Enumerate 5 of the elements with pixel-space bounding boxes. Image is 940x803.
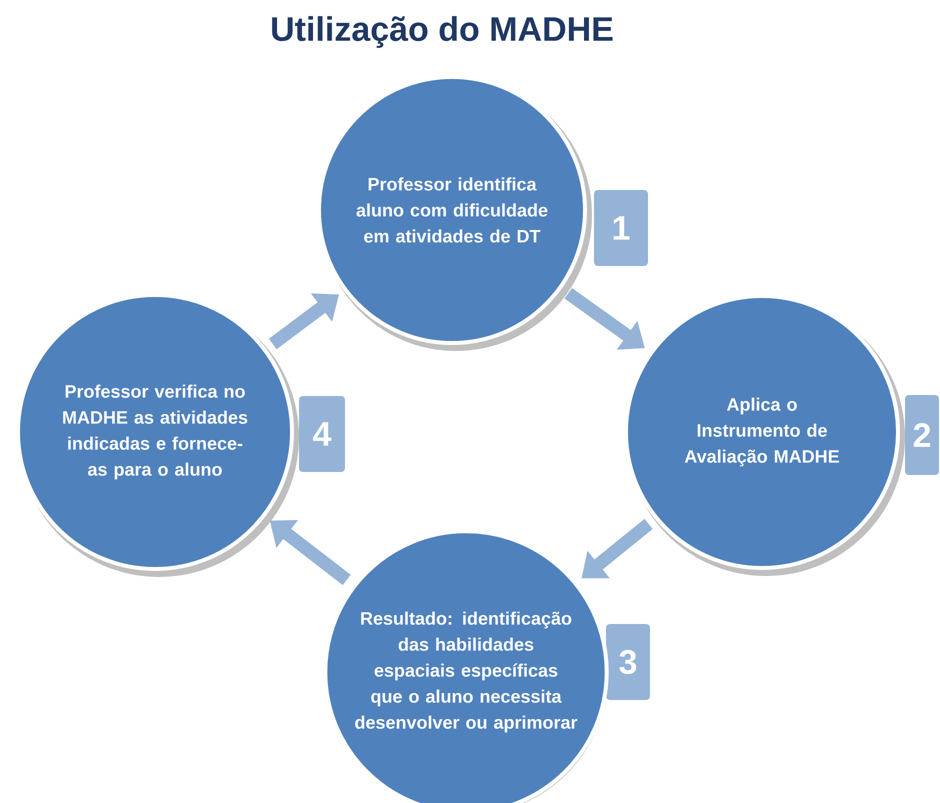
number-tab: 4 [299, 396, 345, 472]
title: Utilização do MADHE [272, 16, 613, 48]
number-tab: 2 [905, 395, 939, 475]
number-tab: 3 [606, 624, 650, 700]
number-tab: 1 [594, 190, 648, 266]
